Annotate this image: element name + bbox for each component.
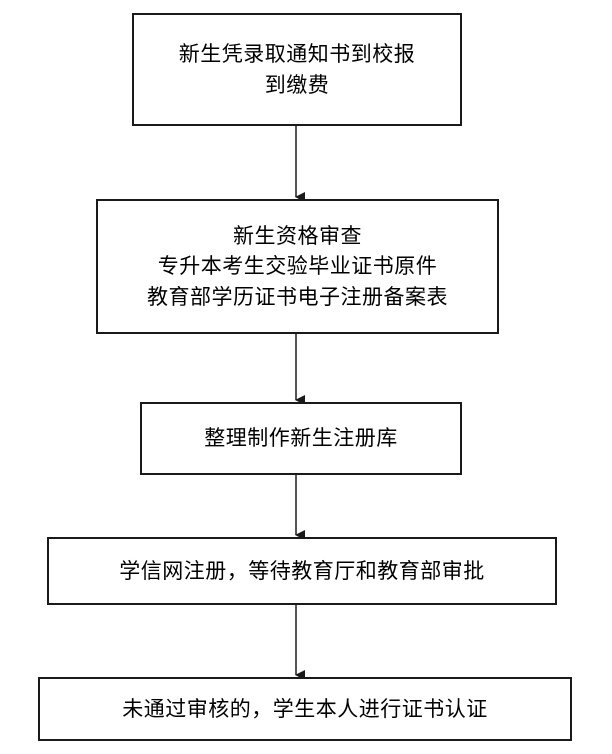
step-box-qualification-review: 新生资格审查 专升本考生交验毕业证书原件 教育部学历证书电子注册备案表 — [96, 199, 499, 334]
step-box-certificate-verification: 未通过审核的，学生本人进行证书认证 — [38, 677, 572, 741]
step-text-line: 新生凭录取通知书到校报 — [178, 42, 416, 67]
step-text-line: 未通过审核的，学生本人进行证书认证 — [122, 696, 488, 721]
step-text-line: 学信网注册，等待教育厅和教育部审批 — [119, 558, 485, 583]
step-text-line: 到缴费 — [264, 72, 330, 97]
step-box-chsi-registration: 学信网注册，等待教育厅和教育部审批 — [47, 537, 557, 605]
step-box-registration-database: 整理制作新生注册库 — [140, 402, 462, 475]
step-text-line: 新生资格审查 — [233, 223, 362, 248]
step-box-enrollment-payment: 新生凭录取通知书到校报 到缴费 — [132, 13, 462, 126]
step-text-line: 整理制作新生注册库 — [204, 426, 398, 451]
step-text-line: 教育部学历证书电子注册备案表 — [147, 284, 448, 309]
step-text-line: 专升本考生交验毕业证书原件 — [157, 254, 438, 279]
